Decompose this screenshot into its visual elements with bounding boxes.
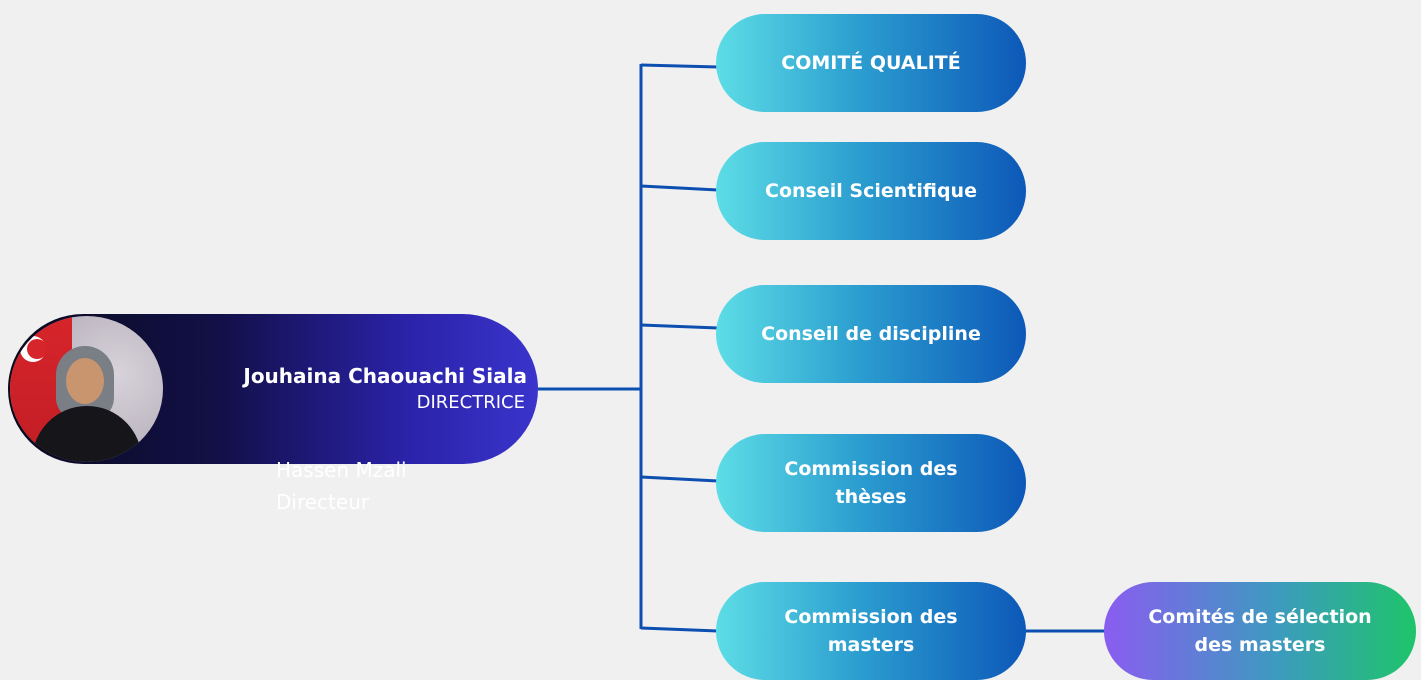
connector-branch-commission-masters — [640, 626, 719, 633]
node-comite-qualite: COMITÉ QUALITÉ — [716, 14, 1026, 112]
node-label: Conseil Scientifique — [765, 179, 977, 202]
director-name: Jouhaina Chaouachi Siala — [243, 364, 527, 388]
connector-branch-comite-qualite — [640, 63, 719, 69]
director-role: DIRECTRICE — [416, 392, 525, 413]
connector-branch-conseil-discipline — [640, 323, 719, 330]
node-comites-selection-masters: Comités de sélection des masters — [1104, 582, 1416, 680]
director-photo — [10, 316, 163, 462]
node-label: Commission des masters — [784, 605, 958, 657]
node-conseil-scientifique: Conseil Scientifique — [716, 142, 1026, 240]
node-label: COMITÉ QUALITÉ — [781, 51, 961, 74]
person-face — [66, 358, 104, 404]
hidden-director-name: Hassen Mzali — [276, 458, 407, 482]
crescent-icon — [20, 336, 47, 362]
hidden-director-role: Directeur — [276, 490, 370, 514]
node-label: Comités de sélection des masters — [1148, 605, 1372, 657]
node-label: Commission des thèses — [784, 457, 958, 509]
node-commission-des-masters: Commission des masters — [716, 582, 1026, 680]
node-commission-des-theses: Commission des thèses — [716, 434, 1026, 532]
node-label: Conseil de discipline — [761, 322, 981, 345]
connector-branch-conseil-scientifique — [640, 184, 719, 192]
node-conseil-de-discipline: Conseil de discipline — [716, 285, 1026, 383]
connector-branch-commission-theses — [640, 475, 719, 483]
